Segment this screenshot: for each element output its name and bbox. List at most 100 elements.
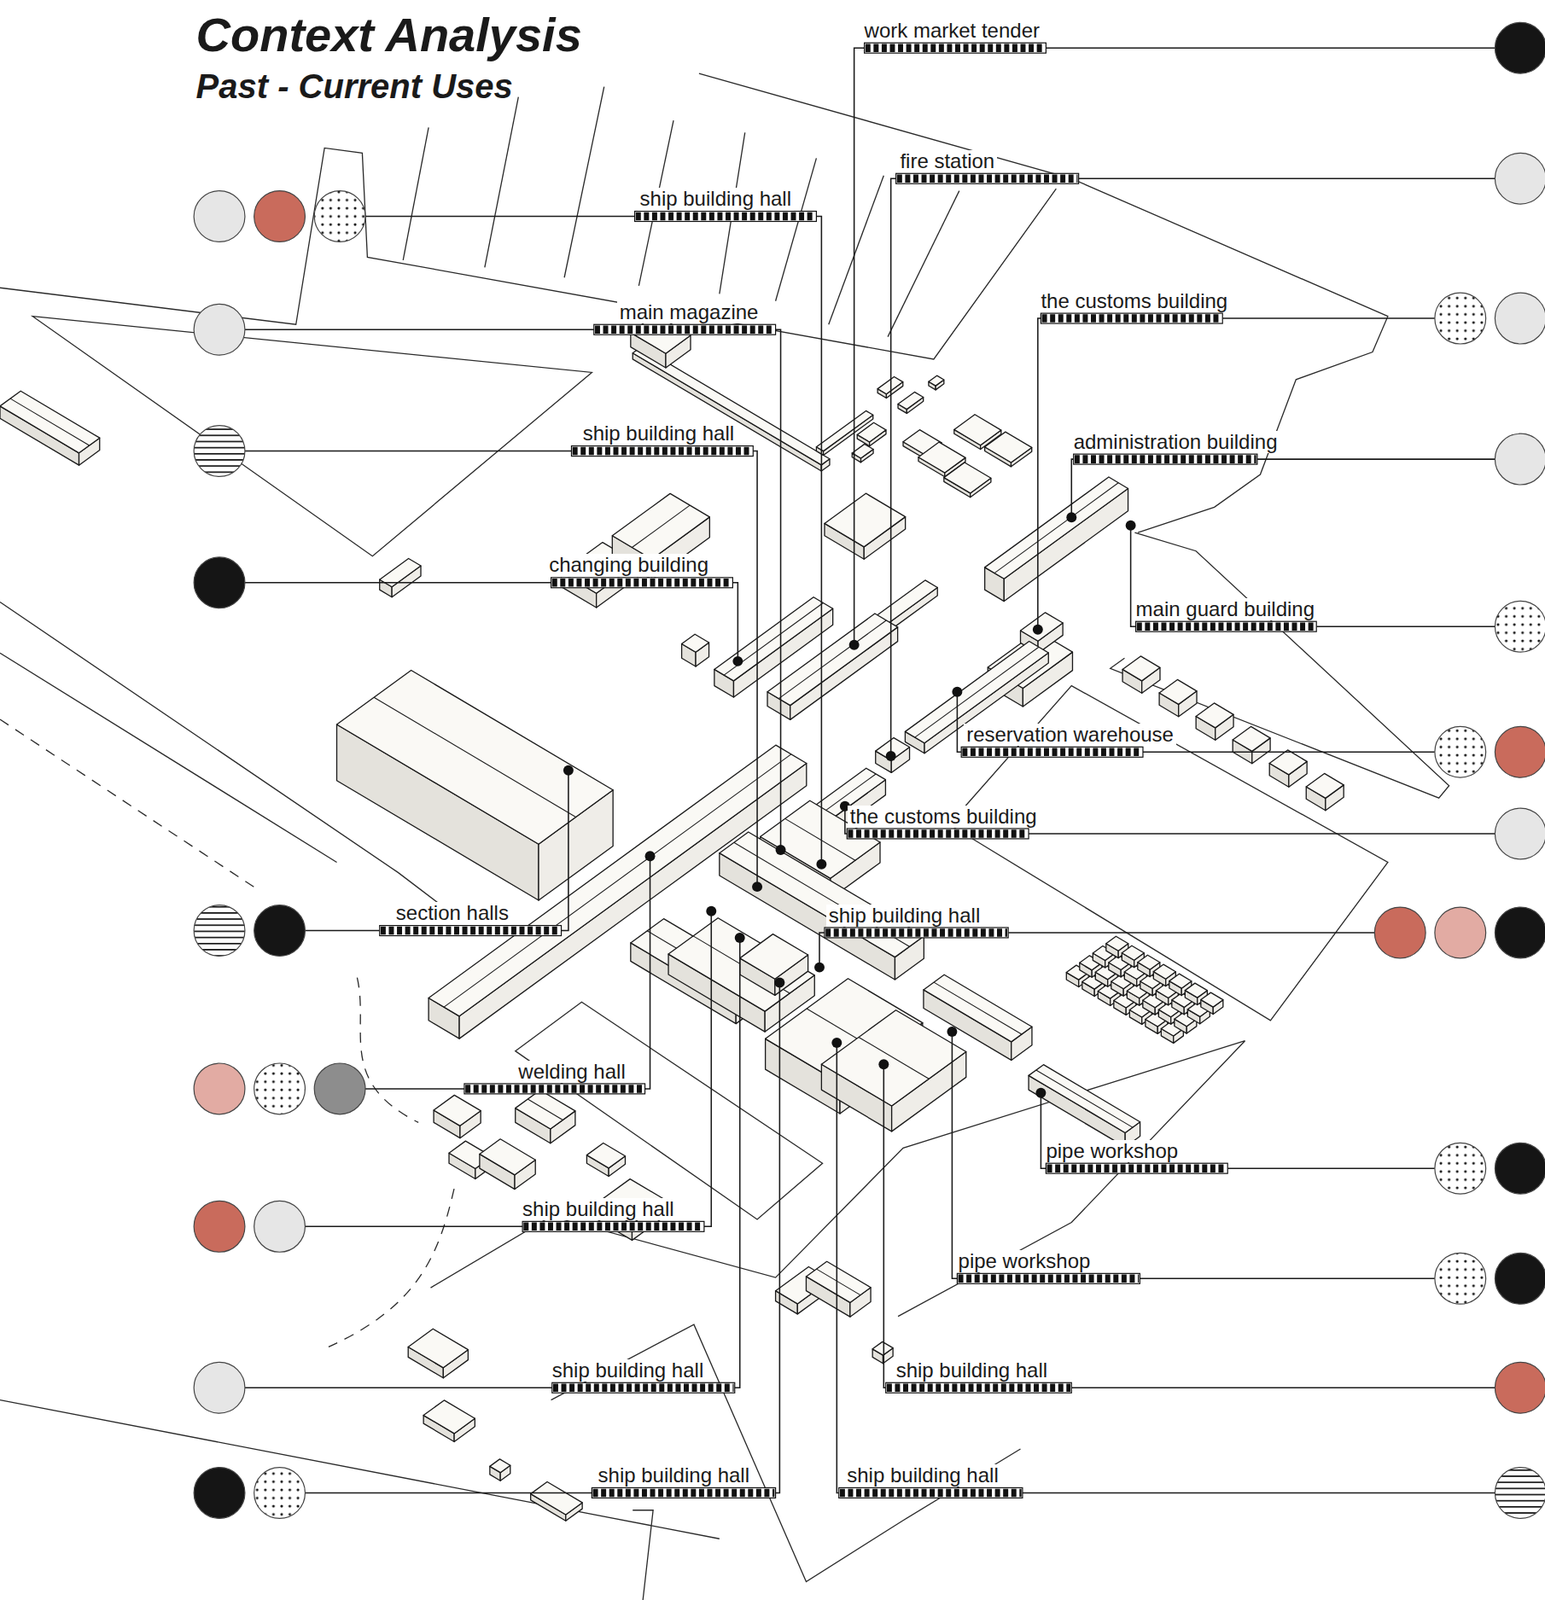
dashed-bar	[380, 927, 560, 936]
leader-line	[775, 329, 782, 851]
use-circle	[254, 191, 306, 243]
building-dot	[878, 1059, 889, 1070]
dashed-bar	[897, 174, 1079, 183]
building-dot	[1066, 512, 1077, 523]
building-face	[0, 390, 100, 454]
use-circle	[193, 191, 245, 243]
leader-line	[775, 983, 781, 1494]
building-face	[928, 375, 945, 386]
bar-outline	[551, 577, 734, 589]
site-line	[402, 127, 429, 260]
leader-line	[1071, 1387, 1495, 1389]
bar-outline	[591, 1487, 776, 1499]
building-face	[851, 443, 874, 459]
leader-line	[1142, 752, 1435, 754]
bar-outline	[594, 324, 776, 335]
building-face	[433, 1095, 481, 1126]
use-circle	[254, 1063, 306, 1115]
use-circle	[314, 1063, 366, 1115]
building-label: changing building	[546, 553, 712, 577]
dashed-bar	[594, 325, 775, 334]
leader-line	[1222, 317, 1435, 320]
bar-outline	[379, 926, 562, 937]
roof-line	[816, 1269, 861, 1295]
building-face	[1232, 726, 1271, 752]
building-face	[479, 1139, 536, 1176]
leader-line	[645, 856, 651, 1090]
use-circle	[254, 1468, 306, 1520]
leader-line	[1316, 625, 1495, 628]
bar-outline	[1040, 313, 1223, 324]
building-face	[872, 1341, 893, 1356]
bar-outline	[824, 927, 1009, 939]
building-dot	[814, 962, 825, 974]
use-circle	[1494, 292, 1545, 344]
building-face	[489, 1459, 511, 1474]
bar-outline	[464, 1084, 646, 1095]
use-circle	[193, 557, 245, 609]
use-circle	[1434, 726, 1487, 778]
leader-line	[304, 1226, 523, 1229]
leader-line	[561, 770, 569, 932]
building-dot	[734, 932, 746, 944]
building-dot	[775, 845, 787, 856]
use-circle	[193, 1201, 245, 1253]
building-face	[1184, 983, 1207, 998]
site-line	[887, 191, 960, 338]
building-face	[408, 1329, 468, 1369]
building-face	[805, 1261, 871, 1303]
leader-line	[734, 938, 741, 1388]
site-line	[484, 97, 519, 269]
leader-line	[752, 451, 758, 888]
dashed-bar	[465, 1084, 644, 1094]
leader-line	[854, 47, 865, 646]
use-circle	[314, 191, 366, 243]
leader-line	[1078, 177, 1496, 180]
leader-line	[956, 692, 962, 753]
use-circle	[1494, 1362, 1545, 1414]
site-line	[775, 157, 817, 301]
use-circle	[193, 1063, 245, 1115]
use-circle	[254, 1201, 306, 1253]
building-dot	[946, 1026, 957, 1038]
use-circle	[1494, 808, 1545, 860]
building-label: the customs building	[847, 805, 1040, 828]
leader-line	[1071, 459, 1073, 518]
use-circle	[1494, 433, 1545, 485]
building-face	[1106, 936, 1129, 951]
leader-line	[883, 1064, 886, 1388]
leaders	[244, 47, 1495, 1493]
site-line	[564, 87, 605, 279]
building-dot	[563, 765, 574, 776]
building-label: ship building hall	[549, 1359, 706, 1382]
roof-line	[373, 697, 576, 817]
bar-outline	[1045, 1163, 1228, 1174]
leader-line	[819, 932, 825, 968]
use-circle	[193, 905, 245, 957]
use-circle	[193, 303, 245, 356]
site-line	[1110, 532, 1450, 799]
site-line	[632, 1510, 653, 1600]
building-dot	[732, 656, 743, 667]
building-label: the customs building	[1037, 290, 1231, 313]
use-circle	[1434, 907, 1487, 959]
leader-line	[304, 1492, 592, 1495]
site-line	[949, 686, 1388, 1021]
subtitle: Past - Current Uses	[196, 67, 514, 105]
building-dot	[752, 881, 763, 893]
building-face	[821, 1010, 966, 1107]
building-face	[1305, 773, 1344, 799]
building-label: ship building hall	[844, 1464, 1001, 1487]
bar-outline	[961, 746, 1143, 758]
use-circle	[1494, 726, 1545, 778]
dashed-bar	[1136, 622, 1316, 631]
building-face	[816, 410, 873, 451]
use-circle	[1374, 907, 1426, 959]
site-outlines	[0, 73, 1450, 1600]
leader-line	[244, 582, 552, 584]
site-line	[828, 175, 885, 326]
building-label: ship building hall	[637, 187, 794, 210]
building-label: fire station	[897, 150, 997, 173]
leader-line	[304, 930, 379, 933]
building-face	[1137, 955, 1161, 970]
